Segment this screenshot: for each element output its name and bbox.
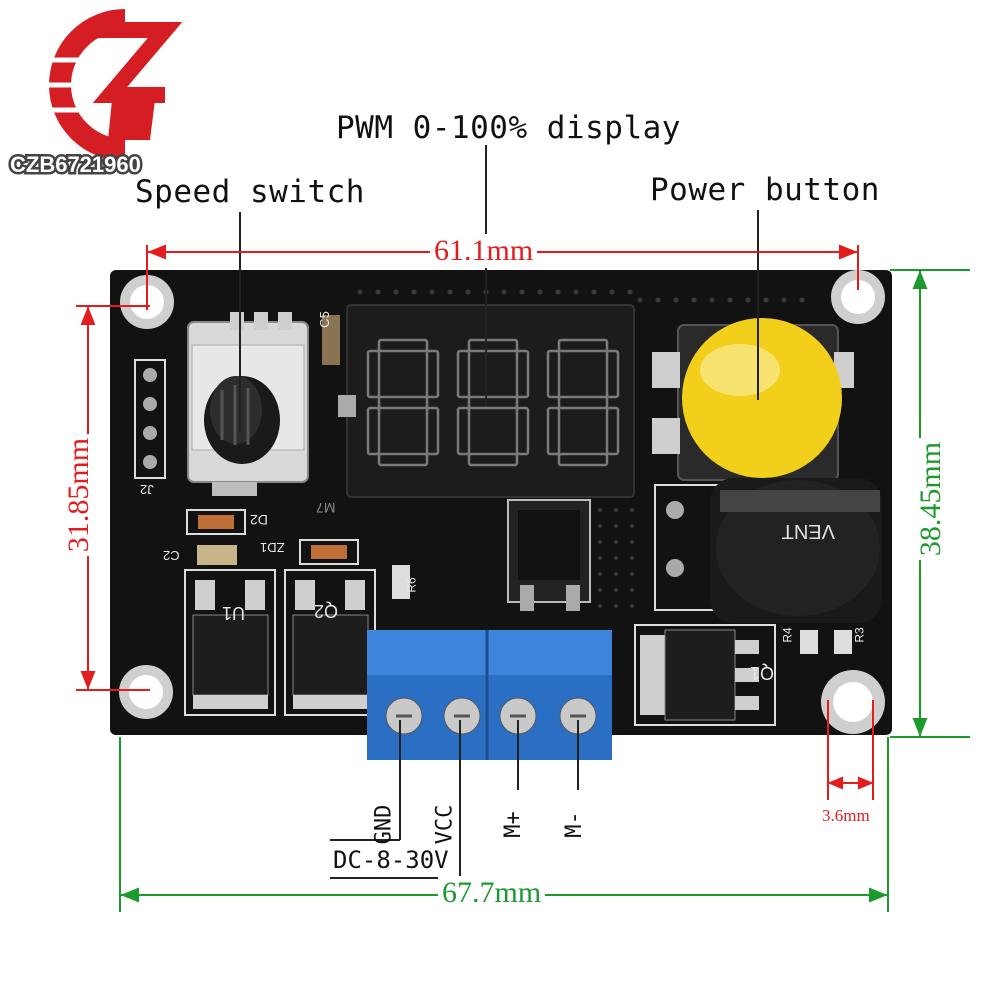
- brand-logo: CZB6721960: [8, 9, 183, 180]
- silk-u1: U1: [222, 603, 246, 623]
- supply-voltage-label: DC-8-30V: [333, 846, 449, 874]
- silk-r6: R6: [404, 577, 419, 593]
- silk-c2: C2: [163, 548, 180, 563]
- segment-f: [366, 349, 381, 399]
- terminal-m-plus: M+: [500, 811, 526, 838]
- silk-j2: J2: [140, 482, 154, 497]
- power-button: [652, 318, 854, 481]
- silk-r4: R4: [780, 627, 795, 643]
- capacitor-vent: VENT: [654, 478, 882, 623]
- segment-d: [467, 452, 519, 467]
- capacitor-brand: VENT: [782, 520, 835, 542]
- dim-left-height: 31.85mm: [62, 433, 97, 557]
- transistor-q1: [634, 624, 776, 726]
- speed-potentiometer: [187, 312, 309, 496]
- silk-m7: M7: [316, 500, 336, 516]
- segment-c: [605, 406, 620, 456]
- segment-e: [456, 406, 471, 456]
- silk-zd1: ZD1: [260, 540, 285, 555]
- segment-b: [515, 349, 530, 399]
- segment-g: [557, 395, 609, 410]
- segment-a: [557, 338, 609, 353]
- dimension-lines-green: [119, 269, 970, 912]
- segment-a: [377, 338, 429, 353]
- callout-lines: [239, 145, 759, 879]
- segment-f: [456, 349, 471, 399]
- terminal-vcc: VCC: [432, 804, 458, 845]
- display-digits: [366, 338, 620, 467]
- segment-f: [546, 349, 561, 399]
- mounting-holes: [119, 270, 885, 734]
- label-speed-switch: Speed switch: [135, 174, 365, 210]
- logo-text: CZB6721960: [10, 152, 141, 177]
- dim-top-width: 61.1mm: [430, 234, 538, 268]
- segment-b: [605, 349, 620, 399]
- silk-r3: R3: [852, 627, 867, 643]
- segment-g: [377, 395, 429, 410]
- segment-c: [515, 406, 530, 456]
- label-power-button: Power button: [650, 172, 880, 208]
- dim-bottom-width: 67.7mm: [438, 876, 546, 910]
- screw-terminal: [367, 630, 612, 760]
- pcb-vias: [357, 289, 805, 608]
- smd-components: [186, 315, 852, 654]
- silk-q2: Q2: [314, 601, 339, 621]
- label-pwm-display: PWM 0-100% display: [336, 110, 681, 146]
- dimension-lines-red: [76, 244, 874, 800]
- segment-b: [425, 349, 440, 399]
- seven-segment-display: [346, 304, 635, 498]
- silk-q1: Q1: [750, 663, 775, 683]
- silk-c5: C5: [316, 311, 332, 328]
- transistor-q2: [284, 569, 376, 716]
- segment-g: [467, 395, 519, 410]
- segment-d: [557, 452, 609, 467]
- dim-right-height: 38.45mm: [914, 437, 949, 561]
- silk-d2: D2: [250, 512, 268, 528]
- segment-a: [467, 338, 519, 353]
- transistor-m7: [507, 499, 591, 611]
- dim-hole-diameter: 3.6mm: [822, 806, 870, 825]
- segment-c: [425, 406, 440, 456]
- terminal-m-minus: M-: [561, 811, 587, 838]
- header-j2: [134, 359, 166, 479]
- segment-d: [377, 452, 429, 467]
- regulator-u1: [184, 569, 276, 716]
- segment-e: [366, 406, 381, 456]
- segment-e: [546, 406, 561, 456]
- terminal-gnd: GND: [371, 804, 397, 845]
